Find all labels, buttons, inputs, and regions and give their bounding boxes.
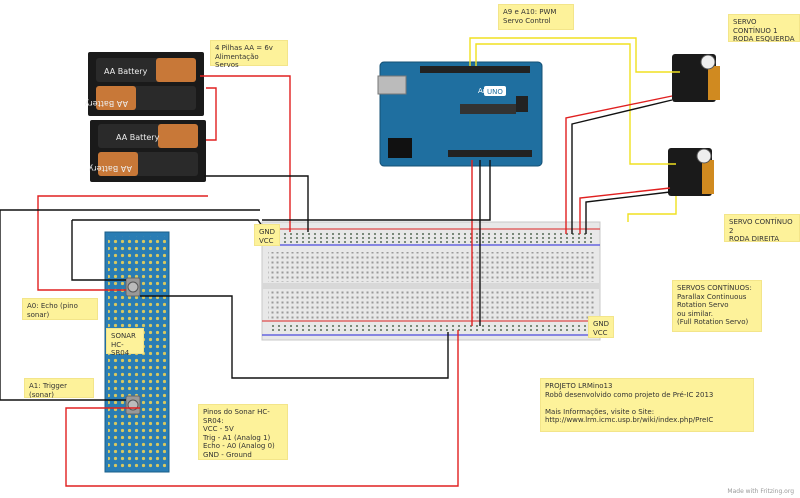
arduino-board: Arduino UNO [377,61,543,167]
note-servos-info: SERVOS CONTÍNUOS: Parallax Continuous Ro… [672,280,762,332]
wire-black-gnd [140,295,449,379]
wire-red-sonar-bottom [65,330,459,487]
fritzing-footer: Made with Fritzing.org [727,488,794,495]
wire-red-servo1 [565,95,673,234]
wire-yellow-pwm1 [469,37,680,73]
wire-black-trig-loop [71,220,126,281]
wire-black-trigger [72,219,263,227]
wire-red-battery [206,87,217,141]
note-sonar-pins: Pinos do Sonar HC-SR04: VCC - 5V Trig - … [198,404,288,460]
arduino-model: UNO [487,88,503,96]
wire-black-battery [204,175,309,232]
note-gnd-vcc-bottom: GND VCC [588,316,614,338]
wire-yellow-pwm1b [475,43,676,165]
wire-black-echo [0,209,260,401]
note-echo: A0: Echo (pino sonar) [22,298,98,320]
wire-yellow-servo2 [627,196,677,222]
wire-red-servo2 [579,187,671,234]
note-project: PROJETO LRMino13 Robô desenvolvido como … [540,378,754,432]
note-pwm: A9 e A10: PWM Servo Control [498,4,574,30]
battery-label-3: AA Battery [116,133,160,142]
battery-label-1: AA Battery [104,67,148,76]
servo-left [672,54,720,102]
wire-black-servo2 [585,191,671,234]
note-gnd-vcc-top: GND VCC [254,224,280,246]
note-batteries: 4 Pilhas AA = 6v Alimentação Servos [210,40,288,69]
wire-red-sonar-top [37,195,208,291]
servo-right [668,148,714,196]
breadboard [261,221,601,341]
note-servo-left: SERVO CONTÍNUO 1 RODA ESQUERDA [728,14,800,43]
battery-pack-top: AA Battery AA Battery [84,52,204,116]
wires [0,37,680,487]
note-sonar: SONAR HC-SR04 [106,328,144,357]
wire-red-power [200,75,291,232]
wire-black-arduino2 [262,160,491,221]
battery-pack-bottom: AA Battery AA Battery [88,120,206,182]
battery-label-4: AA Battery [88,164,132,173]
battery-label-2: AA Battery [84,99,128,108]
note-trigger: A1: Trigger (sonar) [24,378,94,399]
note-servo-right: SERVO CONTÍNUO 2 RODA DIREITA [724,214,800,243]
wire-black-servo1 [571,99,673,234]
